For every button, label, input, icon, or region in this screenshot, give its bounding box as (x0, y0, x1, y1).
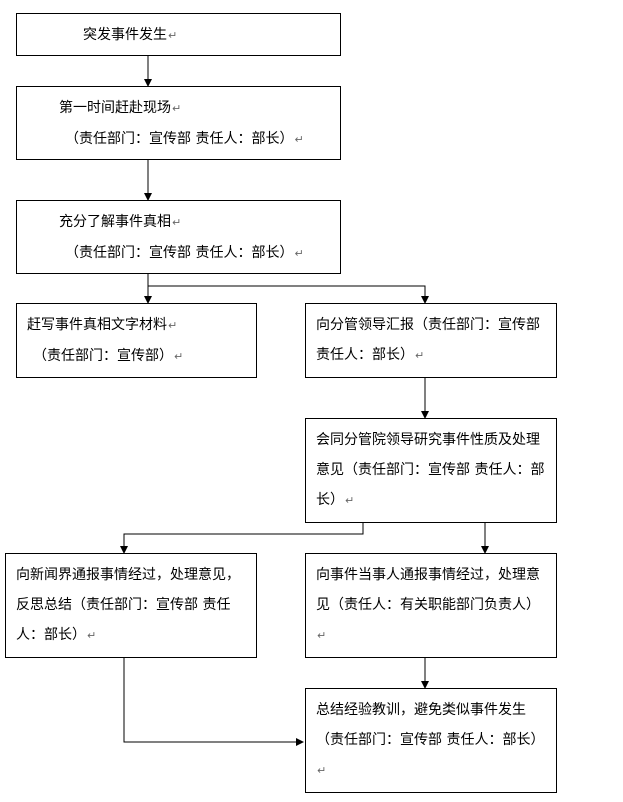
node-brief-parties: 向事件当事人通报事情经过，处理意见（责任人：有关职能部门负责人）↵ (305, 553, 557, 658)
node-report-to-leader: 向分管领导汇报（责任部门：宣传部 责任人：部长）↵ (305, 303, 557, 378)
node-brief-parties-text: 向事件当事人通报事情经过，处理意见（责任人：有关职能部门负责人） (316, 567, 540, 613)
node-understand-truth: 充分了解事件真相↵ （责任部门：宣传部 责任人：部长）↵ (16, 200, 341, 274)
node-rush-to-scene: 第一时间赶赴现场↵ （责任部门：宣传部 责任人：部长）↵ (16, 86, 341, 160)
node-brief-media-text: 向新闻界通报事情经过，处理意见，反思总结（责任部门：宣传部 责任人：部长） (16, 567, 240, 643)
node-study-with-leaders: 会同分管院领导研究事件性质及处理意见（责任部门：宣传部 责任人：部长）↵ (305, 418, 557, 523)
node-study-with-leaders-text: 会同分管院领导研究事件性质及处理意见（责任部门：宣传部 责任人：部长） (316, 432, 545, 508)
node-rush-to-scene-line-1: 第一时间赶赴现场 (59, 100, 171, 116)
node-rush-to-scene-line-2: （责任部门：宣传部 责任人：部长） (65, 131, 294, 147)
node-incident-occurs: 突发事件发生↵ (16, 13, 341, 56)
arrow-n6-n7 (120, 523, 364, 554)
node-write-materials: 赶写事件真相文字材料↵ （责任部门：宣传部）↵ (16, 303, 257, 378)
node-incident-occurs-line-1: 突发事件发生 (83, 27, 167, 43)
node-understand-truth-line-1: 充分了解事件真相 (59, 214, 171, 230)
arrow-n3-n5 (148, 285, 429, 304)
node-summarize-lessons: 总结经验教训，避免类似事件发生（责任部门：宣传部 责任人：部长）↵ (305, 688, 557, 793)
node-understand-truth-line-2: （责任部门：宣传部 责任人：部长） (65, 245, 294, 261)
node-summarize-lessons-text: 总结经验教训，避免类似事件发生（责任部门：宣传部 责任人：部长） (316, 702, 545, 748)
node-report-to-leader-text: 向分管领导汇报（责任部门：宣传部 责任人：部长） (316, 317, 540, 363)
node-write-materials-line-2: （责任部门：宣传部） (33, 348, 173, 364)
node-brief-media: 向新闻界通报事情经过，处理意见，反思总结（责任部门：宣传部 责任人：部长）↵ (5, 553, 257, 658)
arrow-n7-n9 (123, 658, 304, 746)
node-write-materials-line-1: 赶写事件真相文字材料 (27, 317, 167, 333)
